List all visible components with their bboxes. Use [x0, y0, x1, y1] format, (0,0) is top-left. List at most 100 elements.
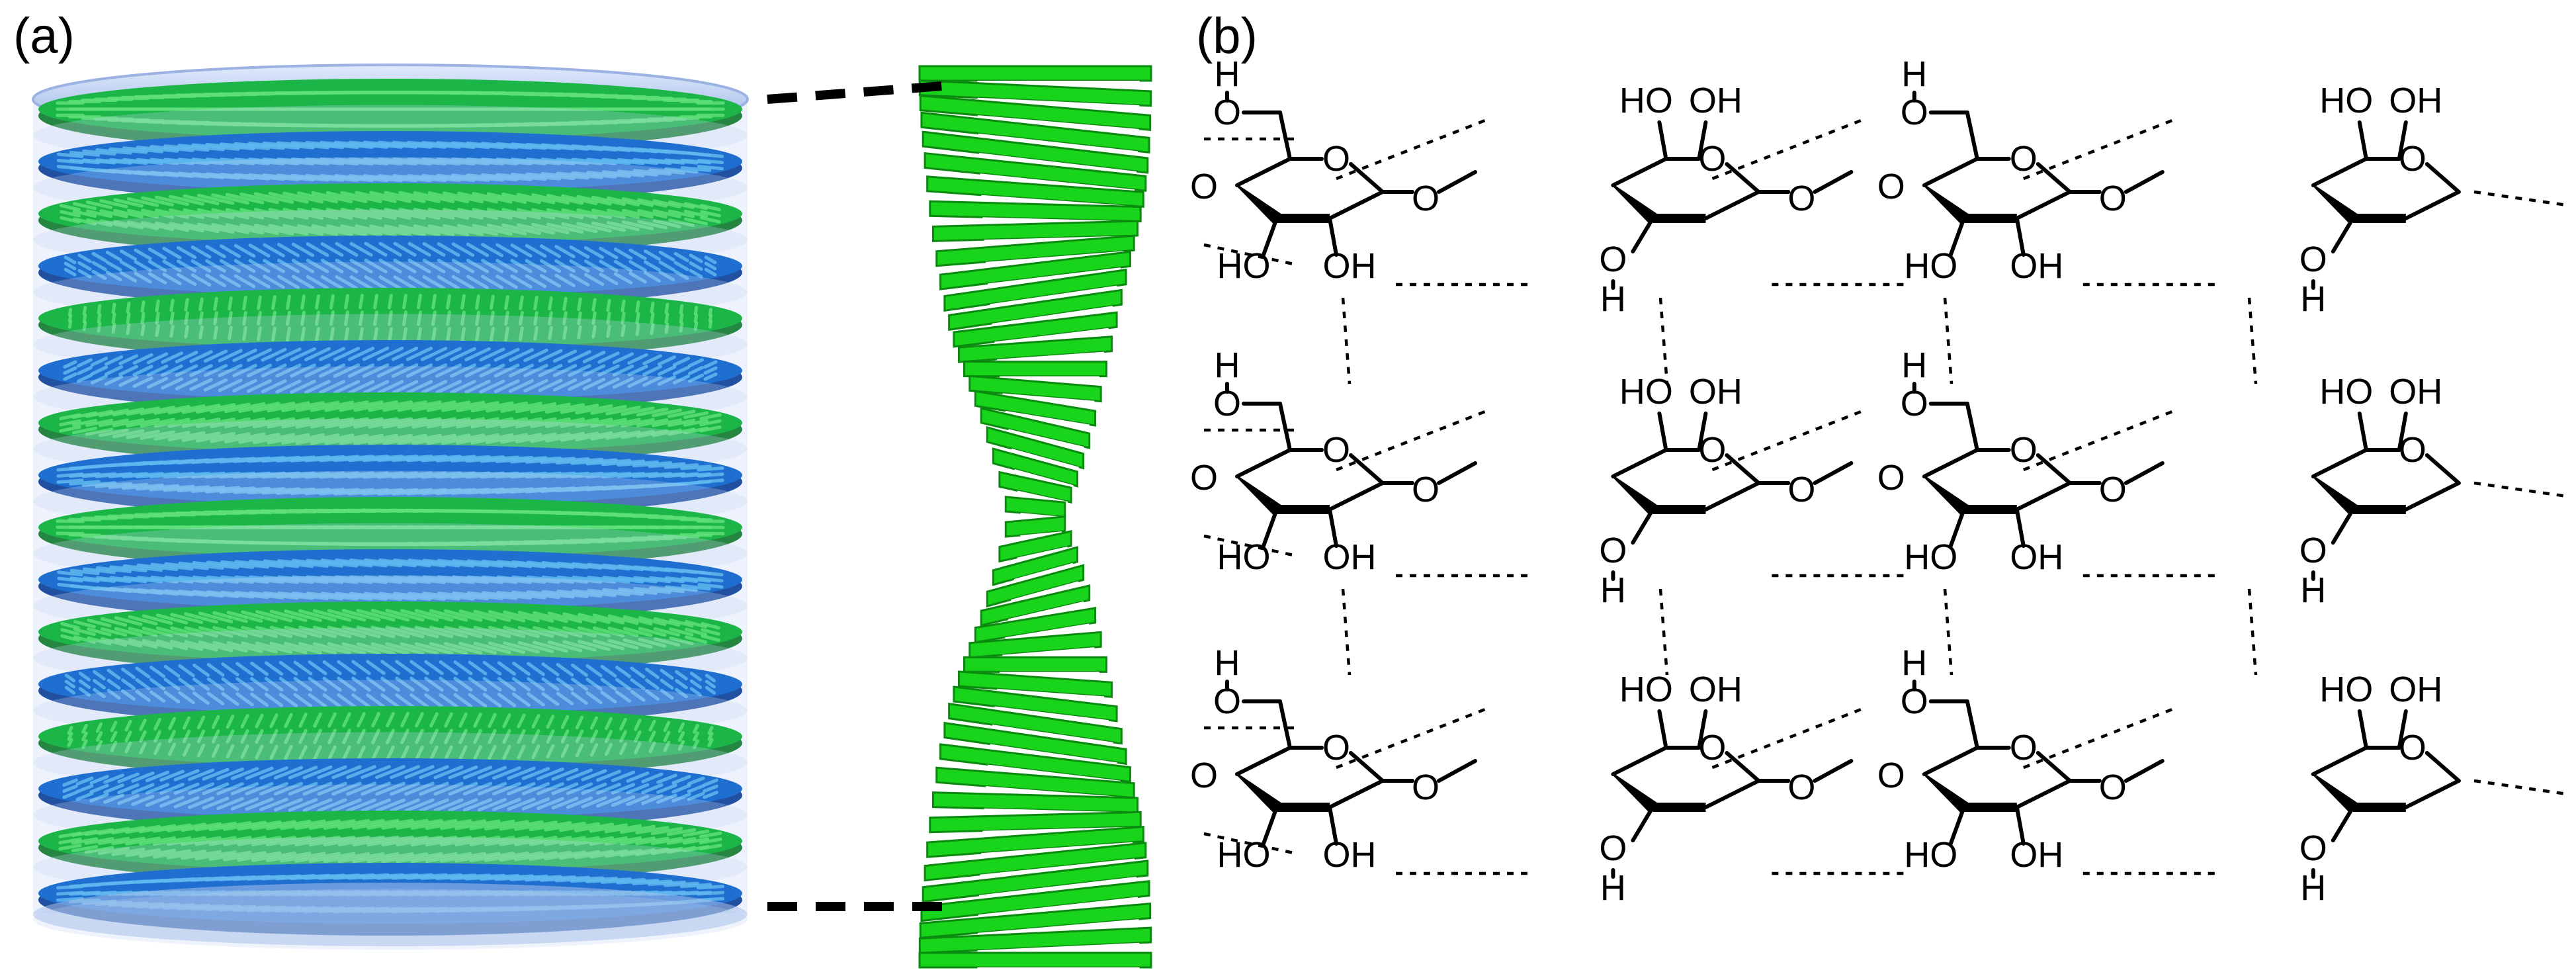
ring-oxygen: O [1322, 728, 1350, 768]
nanocrystal-rod [687, 784, 705, 793]
nanocrystal-rod [458, 745, 468, 761]
nanocrystal-rod [191, 245, 212, 259]
nanocrystal-rod [183, 208, 220, 220]
nanocrystal-rod [697, 466, 724, 472]
nanocrystal-rod [406, 346, 433, 361]
nanocrystal-rod [103, 774, 124, 784]
nanocrystal-rod [63, 372, 77, 381]
nanocrystal-rod [440, 835, 486, 847]
nanocrystal-rod [390, 781, 420, 796]
nanocrystal-rod [341, 625, 381, 639]
nanocrystal-rod [568, 378, 591, 391]
hydroxyl-oxygen: O [1599, 240, 1627, 279]
nanocrystal-rod [148, 259, 167, 273]
nanocrystal-rod [86, 200, 112, 210]
nanocrystal-rod [87, 636, 112, 646]
nanocrystal-rod [126, 312, 131, 324]
nanocrystal-rod [140, 300, 146, 313]
nanocrystal-rod [420, 347, 448, 361]
hydroxyl-oxygen: O [2299, 828, 2327, 868]
nanocrystal-rod [223, 851, 267, 862]
glycosidic-oxygen: O [1787, 470, 1815, 509]
nanocrystal-rod [657, 365, 677, 376]
helix-gap [1005, 410, 1090, 427]
bond [2014, 508, 2026, 548]
nanocrystal-rod [271, 294, 277, 310]
nanocrystal-rod [176, 245, 197, 259]
nanocrystal-rod [216, 782, 244, 795]
nanocrystal-rod [697, 165, 724, 171]
nanocrystal-rod [159, 795, 185, 808]
nanocrystal-rod [191, 143, 240, 151]
nanocrystal-rod [95, 148, 132, 155]
nanocrystal-rod [208, 836, 252, 846]
nanocrystal-rod [60, 634, 80, 642]
nanocrystal-rod [574, 850, 615, 860]
nanocrystal-rod [251, 851, 296, 862]
nanocrystal-rod [604, 836, 642, 846]
nanocrystal-rod [340, 207, 382, 220]
nanocrystal-rod [675, 679, 688, 689]
nanocrystal-rod [633, 586, 671, 594]
nanocrystal-rod [411, 417, 456, 429]
nanocrystal-rod [514, 851, 558, 862]
bond [1948, 216, 1966, 257]
nanocrystal-rod [100, 627, 128, 637]
wedge-bond [1923, 184, 1969, 224]
nanocrystal-rod [697, 576, 724, 583]
nanocrystal-rod [656, 793, 677, 804]
nanocrystal-rod [544, 821, 586, 832]
nanocrystal-rod [700, 216, 721, 224]
hydroxyl-label: OH [1689, 372, 1742, 412]
nanocrystal-rod [531, 208, 570, 220]
nanocrystal-rod [630, 666, 646, 679]
nanocrystal-rod [531, 714, 540, 729]
nanocrystal-rod [596, 795, 621, 808]
nanocrystal-rod [484, 820, 529, 831]
nanocrystal-rod [502, 713, 511, 729]
nanocrystal-rod [393, 275, 417, 290]
nanocrystal-rod [636, 407, 669, 417]
nanocrystal-rod [281, 401, 325, 413]
nanocrystal-rod [637, 198, 667, 208]
nanocrystal-rod [697, 158, 724, 165]
nanocrystal-rod [286, 310, 291, 326]
nanocrystal-rod [668, 200, 695, 210]
wedge-bond [1611, 773, 1658, 813]
nanocrystal-rod [561, 194, 598, 206]
ring-oxygen: O [2010, 430, 2038, 470]
nanocrystal-rod [544, 418, 585, 428]
top-connector [767, 80, 960, 104]
nanocrystal-rod [97, 312, 102, 324]
nanocrystal-rod [404, 781, 435, 796]
nanocrystal-rod [107, 688, 121, 700]
nanocrystal-rod [503, 625, 540, 639]
nanocrystal-rod [175, 351, 198, 364]
nanocrystal-rod [568, 364, 591, 377]
nanocrystal-rod [408, 592, 460, 601]
nanocrystal-rod [261, 363, 287, 378]
nanocrystal-rod [402, 327, 408, 343]
nanocrystal-rod [516, 193, 556, 204]
nanocrystal-rod [277, 243, 300, 257]
nanocrystal-rod [575, 404, 613, 415]
nanocrystal-rod [357, 745, 366, 761]
nanocrystal-rod [224, 402, 266, 414]
nanocrystal-rod [236, 692, 254, 707]
nanocrystal-rod [429, 712, 439, 728]
nanocrystal-rod [373, 310, 378, 326]
bond [1703, 190, 1761, 220]
nanocrystal-rod [95, 482, 133, 488]
nanocrystal-rod [503, 610, 540, 623]
helix-plate [918, 952, 1152, 969]
nanocrystal-rod [473, 745, 482, 760]
nanocrystal-rod [514, 820, 558, 831]
nanocrystal-rod [398, 207, 441, 220]
nanocrystal-rod [219, 142, 271, 150]
bond [1631, 805, 1655, 842]
nanocrystal-rod [464, 379, 491, 394]
nanocrystal-rod [473, 609, 511, 623]
nanocrystal-rod [472, 191, 513, 204]
nanocrystal-rod [56, 152, 84, 158]
nanocrystal-rod [368, 433, 413, 445]
